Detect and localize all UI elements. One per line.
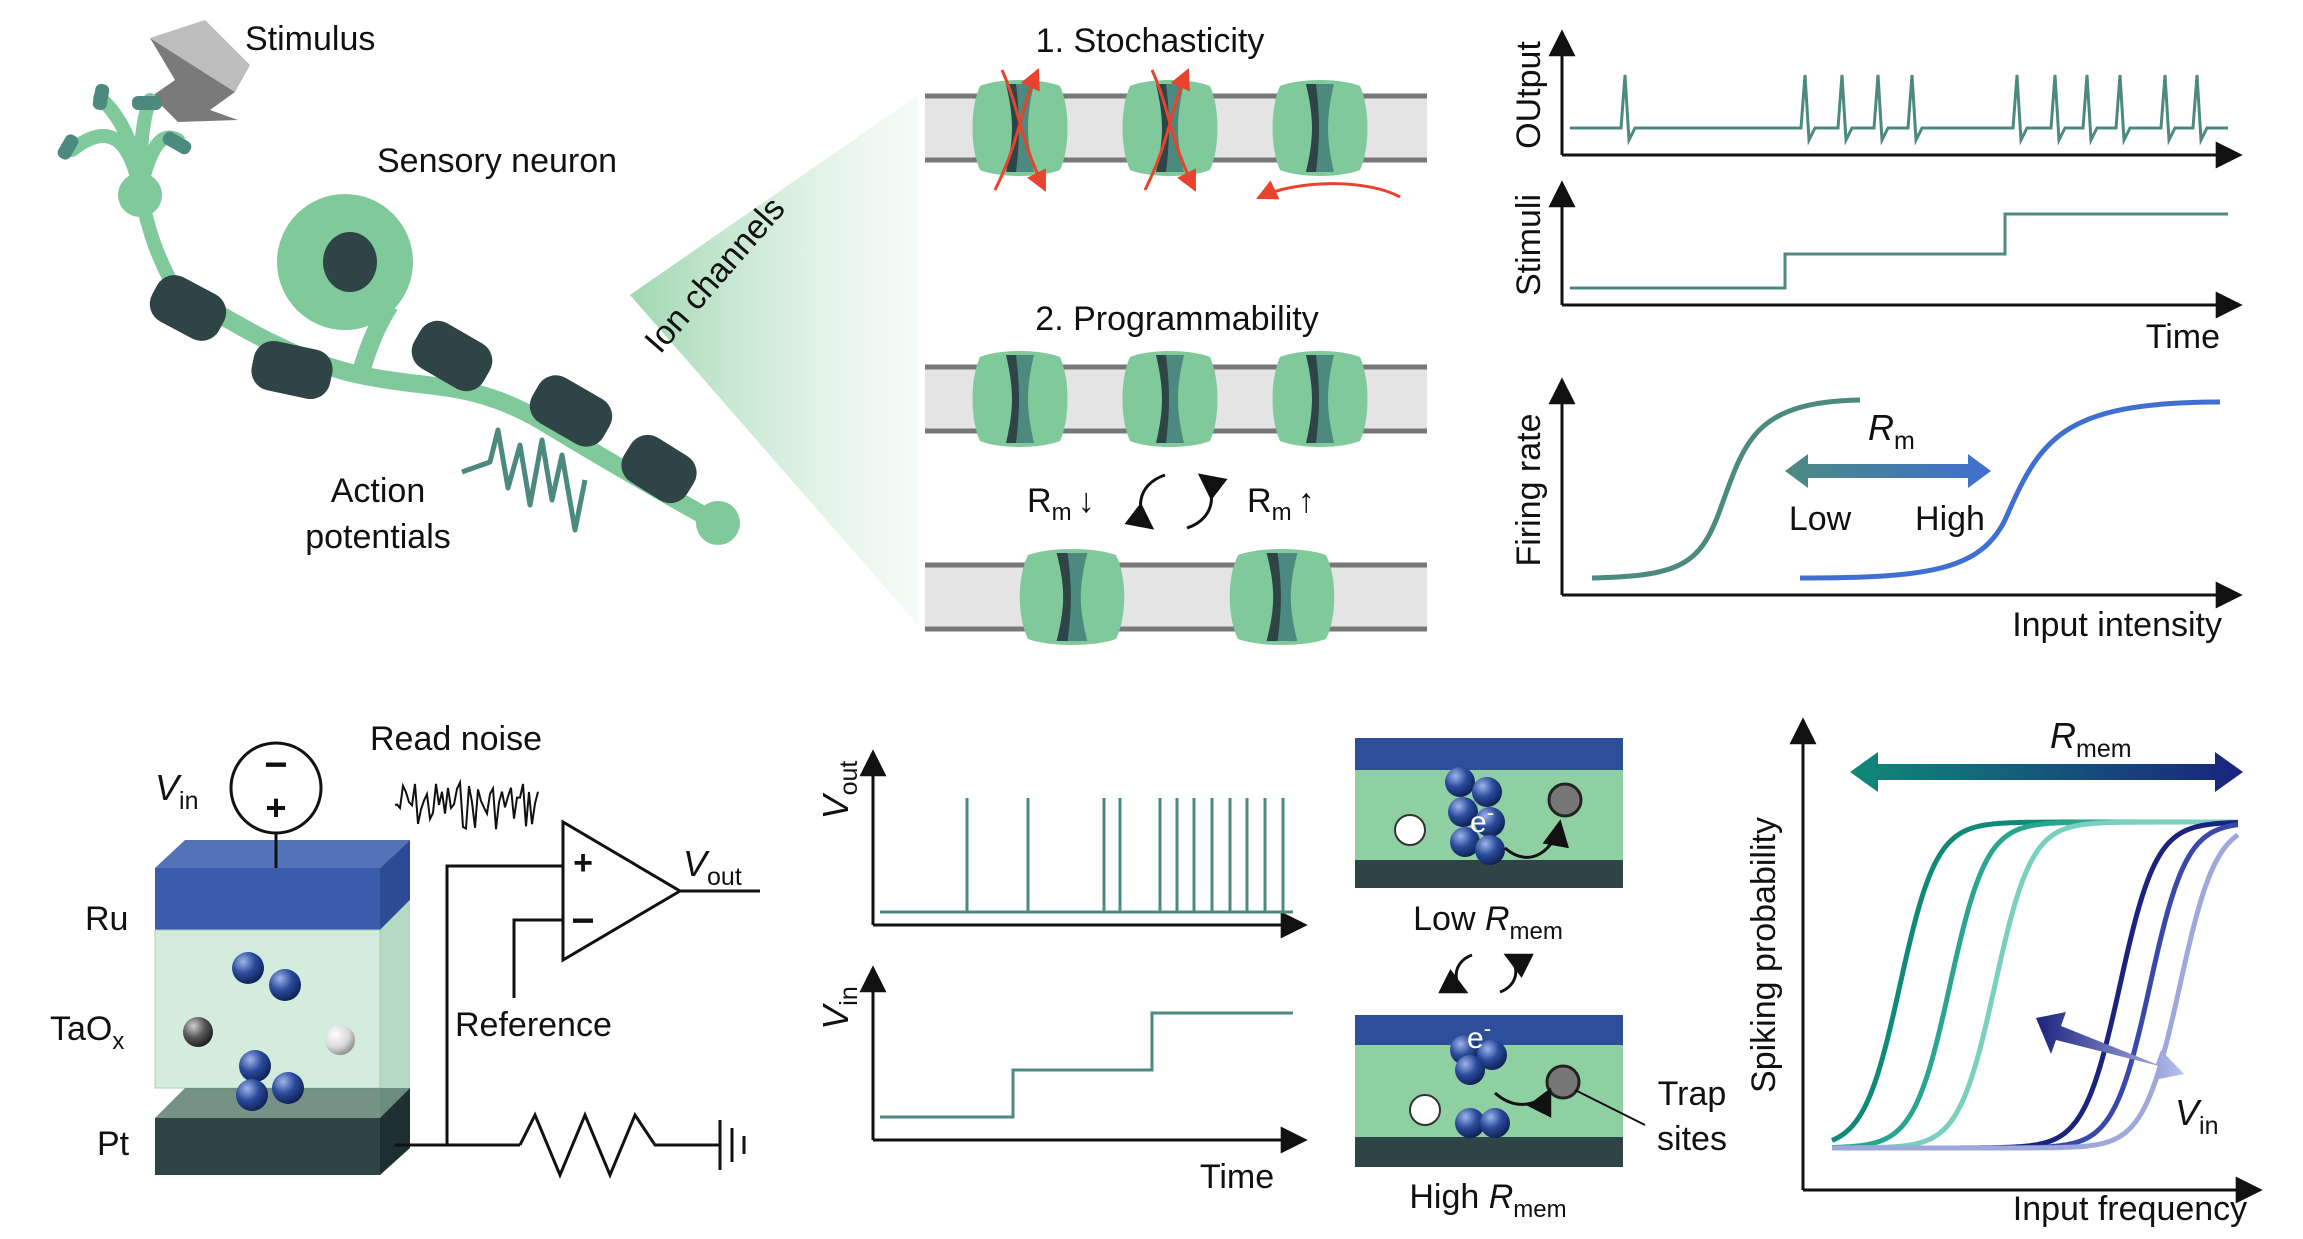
vin-step-trace [880, 1011, 1293, 1119]
ion-channel [1229, 549, 1335, 645]
action-potential-trace [461, 427, 588, 533]
ion-channel [1122, 351, 1218, 447]
circuit-panel: Ru TaOx Pt − + Vin Read noise + − Vout R… [50, 720, 760, 1179]
trap-label: Trap [1658, 1075, 1727, 1113]
nucleus [323, 232, 377, 292]
source-plus: + [265, 787, 286, 828]
sites-label: sites [1657, 1120, 1727, 1158]
source-minus: − [264, 743, 287, 787]
low-rmem-electron: e- [1470, 800, 1494, 839]
ion-channel [1272, 80, 1368, 176]
opamp-plus: + [573, 844, 593, 882]
neuron-panel: Stimulus Sensory neuron Ion channels Act… [57, 20, 918, 625]
switch-arrows [1124, 473, 1228, 530]
memristor-states-panel: e- Low Rmem e- Trap sites High Rmem [1355, 738, 1727, 1223]
vin-label: Vin [155, 767, 198, 815]
high-rmem-label: High Rmem [1409, 1178, 1566, 1223]
rm-up-label: Rm↑ [1247, 482, 1315, 526]
vin-double-arrow [2036, 1012, 2184, 1080]
high-rmem-electron: e- [1467, 1016, 1491, 1055]
action-label: Action [331, 472, 426, 510]
vout-spike-train [880, 798, 1293, 914]
vin-axis-label: Vin [815, 986, 863, 1029]
resistor [518, 1111, 720, 1179]
channels-panel: 1. Stochasticity 2. Programmability [925, 22, 1427, 645]
rmem-double-arrow [1850, 752, 2243, 792]
low-rmem-device [1355, 738, 1623, 888]
spiking-panel: Spiking probability Input frequency Rmem… [1745, 715, 2263, 1228]
zoom-cone [630, 95, 918, 625]
output-spike-train [1570, 74, 2228, 146]
time-label: Time [2146, 318, 2220, 356]
high-rmem-device [1355, 1015, 1646, 1167]
membrane-3 [925, 562, 1427, 632]
firing-rate-label: Firing rate [1510, 413, 1548, 566]
stimulus-label: Stimulus [245, 20, 375, 58]
low-label: Low [1789, 500, 1852, 538]
vout-label: Vout [683, 843, 742, 891]
state-switch-arrows [1438, 953, 1534, 994]
input-intensity-label: Input intensity [2012, 606, 2222, 644]
wires [395, 864, 563, 1147]
axon-terminal [696, 501, 740, 545]
firing-curve-high [1799, 399, 2221, 581]
ion-channel [1019, 549, 1125, 645]
stimuli-step-trace [1570, 212, 2228, 290]
stimulus-arrow [150, 20, 250, 122]
ground-symbol [718, 1120, 746, 1170]
spiking-xlabel: Input frequency [2013, 1190, 2247, 1228]
spiking-curve [1832, 832, 2240, 1151]
ion-flow-arrows [993, 68, 1401, 200]
programmability-label: 2. Programmability [1035, 300, 1318, 338]
vout-axis-label: Vout [815, 761, 863, 820]
time-axis-label: Time [1200, 1158, 1274, 1196]
reference-label: Reference [455, 1006, 612, 1044]
rm-down-label: Rm↓ [1027, 482, 1095, 526]
firing-curve-low [1591, 397, 1861, 581]
axon [161, 276, 721, 529]
pt-label: Pt [97, 1125, 130, 1163]
vacancy-spheres [183, 952, 355, 1111]
pt-layer [155, 1118, 380, 1175]
dendrite-tips [57, 83, 192, 160]
stochasticity-label: 1. Stochasticity [1036, 22, 1265, 60]
high-label: High [1915, 500, 1985, 538]
rm-label: Rm [1868, 407, 1915, 455]
read-noise-trace [394, 778, 539, 831]
opamp-minus: − [571, 899, 594, 943]
read-noise-label: Read noise [370, 720, 542, 758]
vout-vin-panel: Vout Vin Time [815, 749, 1308, 1196]
op-amp [561, 819, 683, 963]
ion-channel [972, 351, 1068, 447]
ion-channel [1272, 351, 1368, 447]
vin-arrow-label: Vin [2175, 1092, 2218, 1140]
device-stack [154, 840, 410, 1175]
spiking-ylabel: Spiking probability [1745, 817, 1783, 1093]
spiking-curves [1831, 819, 2240, 1151]
myelin-sheaths [149, 275, 697, 504]
output-stimuli-panel: OUtput Stimuli Time Firing rate Input in… [1510, 29, 2243, 644]
ru-label: Ru [85, 900, 128, 938]
sensory-neuron-label: Sensory neuron [377, 142, 617, 180]
low-rmem-label: Low Rmem [1413, 900, 1563, 945]
potentials-label: potentials [305, 518, 451, 556]
rm-double-arrow [1785, 454, 1991, 488]
rmem-label: Rmem [2050, 715, 2132, 763]
output-label: OUtput [1510, 41, 1548, 149]
stimuli-label: Stimuli [1510, 194, 1548, 296]
taox-label: TaOx [50, 1010, 124, 1055]
